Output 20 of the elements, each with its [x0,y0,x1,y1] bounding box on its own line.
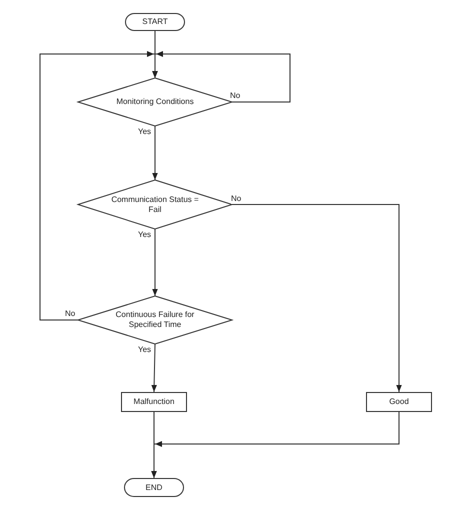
node-text: Good [389,397,409,407]
edge-label: No [231,194,242,204]
terminal-shape [125,13,185,31]
decision-diamond [78,78,232,126]
terminal-shape [124,478,184,497]
node-text: Communication Status = Fail [110,194,200,214]
edge-label: Yes [138,127,152,137]
node-text: Malfunction [134,397,174,407]
edge-label: Yes [138,230,152,240]
edge-label: No [65,309,76,319]
decision-diamond [78,296,232,344]
node-text: Continuous Failure for Specified Time [114,310,196,330]
process-box [366,392,432,412]
decision-diamond [78,180,232,229]
node-text: START [142,17,168,27]
node-text: END [146,482,162,492]
process-box [121,392,187,412]
node-text: Monitoring Conditions [116,97,194,107]
edge-label: No [230,91,240,101]
edge-label: Yes [138,345,152,355]
